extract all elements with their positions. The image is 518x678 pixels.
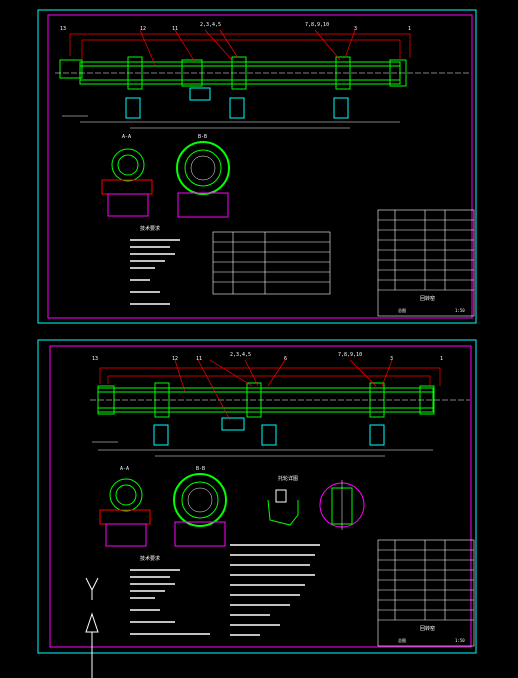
sheet-1-section-bb-label: B-B xyxy=(198,134,207,140)
sheet-2-requirements-lines xyxy=(230,544,320,636)
sheet-1-section-aa-label: A-A xyxy=(122,134,131,140)
sheet-1-callout-12: 12 xyxy=(140,26,146,32)
sheet-2-callout-1: 1 xyxy=(440,356,443,362)
sheet-2-callout-2-5: 2,3,4,5 xyxy=(230,352,251,358)
sheet-2-callout-11: 11 xyxy=(196,356,202,362)
sheet-2-callout-12: 12 xyxy=(172,356,178,362)
sheet-1-sheet-label: 总图 xyxy=(398,307,406,313)
sheet-1-callout-3: 3 xyxy=(354,26,357,32)
sheet-2-callout-13: 13 xyxy=(92,356,98,362)
sheet-2-section-bb-label: B-B xyxy=(196,466,205,472)
sheet-2-outer-frame xyxy=(37,339,477,654)
sheet-1-callout-1: 1 xyxy=(408,26,411,32)
sheet-1-dimensions xyxy=(62,115,400,129)
sheet-1-scale: 1:50 xyxy=(455,308,465,313)
sheet-2-title-block-name: 回转窑 xyxy=(420,625,435,632)
sheet-1-parameter-table xyxy=(212,231,331,295)
sheet-1-outer-frame xyxy=(37,9,477,324)
sheet-2-inner-frame xyxy=(49,345,472,648)
sheet-2-section-bb xyxy=(173,473,227,547)
sheet-1-supports xyxy=(125,87,349,119)
sheet-1-callout-13: 13 xyxy=(60,26,66,32)
sheet-2-notes-lines xyxy=(130,569,210,635)
sheet-1-parts-list xyxy=(377,209,475,317)
sheet-2-callout-3: 3 xyxy=(390,356,393,362)
sheet-2-notes-heading: 技术要求 xyxy=(140,555,160,562)
sheet-2-supports xyxy=(153,417,385,446)
sheet-2-tyre-detail xyxy=(319,480,365,530)
sheet-2: 13 12 11 2,3,4,5 6 7,8,9,10 3 1 A-A B-B … xyxy=(37,339,477,654)
sheet-2-dimensions xyxy=(92,441,433,457)
sheet-2-kiln-drum xyxy=(97,382,435,418)
sheet-2-parts-list xyxy=(377,539,475,647)
sheet-2-callout-7-10: 7,8,9,10 xyxy=(338,352,362,358)
sheet-1-callout-7-10: 7,8,9,10 xyxy=(305,22,329,28)
sheet-2-section-aa-label: A-A xyxy=(120,466,129,472)
sheet-1-notes-lines xyxy=(130,239,180,305)
sheet-1-inner-frame xyxy=(47,14,473,319)
sheet-1: 13 12 11 2,3,4,5 7,8,9,10 3 1 A-A B-B 技术… xyxy=(37,9,477,324)
sheet-2-roller-detail xyxy=(267,489,299,526)
sheet-2-callout-6: 6 xyxy=(284,356,287,362)
sheet-1-title-block-name: 回转窑 xyxy=(420,295,435,302)
sheet-2-scale: 1:50 xyxy=(455,638,465,643)
sheet-2-detail-heading: 托轮详图 xyxy=(278,475,298,482)
sheet-1-callout-11: 11 xyxy=(172,26,178,32)
sheet-1-leaders xyxy=(69,29,411,66)
sheet-1-section-bb xyxy=(176,141,230,218)
sheet-2-leaders xyxy=(99,359,441,421)
sheet-2-sheet-label: 总图 xyxy=(398,637,406,643)
sheet-1-notes-heading: 技术要求 xyxy=(140,225,160,232)
sheet-2-section-aa xyxy=(99,478,151,547)
sheet-1-callout-2-5: 2,3,4,5 xyxy=(200,22,221,28)
ucs-axis-icon xyxy=(85,577,99,678)
sheet-1-section-aa xyxy=(101,148,153,217)
